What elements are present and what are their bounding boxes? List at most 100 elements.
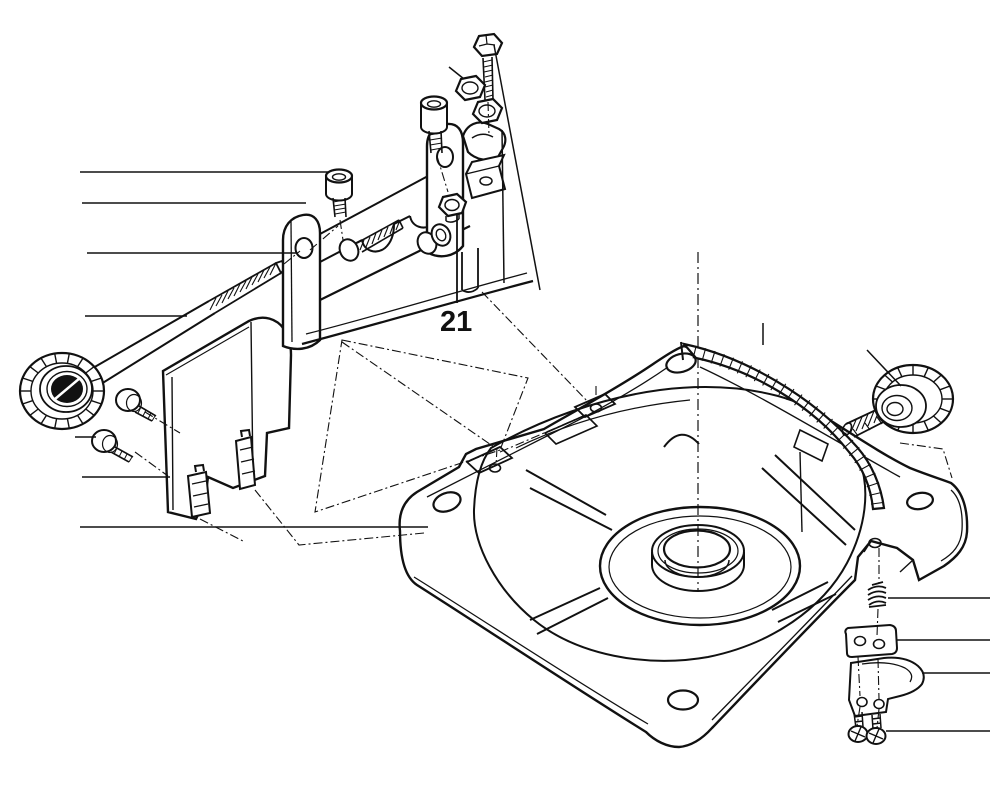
clamp-bracket-assembly — [283, 123, 533, 349]
rod-thread-outline — [209, 263, 281, 313]
screw-b-threads — [114, 448, 132, 462]
clamp-block — [845, 625, 897, 657]
scale-tick — [855, 456, 866, 463]
shield-top-edge — [166, 327, 249, 375]
knurl-tooth — [940, 408, 950, 412]
plate-topright-rim — [700, 367, 900, 477]
knurl-tooth — [23, 401, 33, 404]
base-plate — [400, 346, 968, 747]
screw-b-face — [103, 436, 118, 453]
knob-hub — [887, 403, 903, 416]
knurl-tooth — [41, 415, 47, 424]
scale-tick — [763, 374, 769, 385]
dashed-footprint-box — [315, 340, 528, 512]
screw1-shaft — [333, 198, 346, 217]
bolt-threads — [483, 60, 493, 97]
leader-lines — [75, 45, 990, 731]
scale-tick — [787, 389, 794, 400]
scale-tick — [711, 351, 715, 363]
socket-head-cap-screw-2 — [421, 97, 447, 154]
corner-hole-right — [906, 491, 934, 511]
scale-tick — [869, 492, 882, 495]
scale-tick — [720, 354, 724, 366]
scale-tick — [702, 348, 706, 361]
knurled-knob-left — [20, 353, 104, 429]
block-hole-2 — [874, 640, 885, 649]
bracket-fasteners — [326, 34, 502, 217]
pocket-right — [794, 430, 828, 461]
nut2-bore — [479, 105, 495, 117]
rod-threads — [210, 263, 276, 310]
bottom-right-parts — [845, 582, 923, 744]
hex-nut — [456, 76, 485, 100]
bolt-head — [474, 34, 502, 56]
knob-face-ring — [882, 396, 912, 421]
knurl-tooth — [41, 358, 47, 367]
knurl-tooth — [91, 378, 101, 381]
screw-b-stub — [111, 447, 133, 462]
knurled-knob-right — [841, 365, 953, 437]
bolt-shaft — [483, 57, 493, 100]
screw-a-threads — [138, 407, 155, 421]
hex-nut-2 — [473, 99, 502, 123]
threaded-adjust-rod — [86, 261, 285, 389]
knurl-tooth — [67, 354, 69, 364]
latch-hole-2 — [874, 700, 884, 709]
rib-upper-left — [526, 470, 612, 530]
knurl-tooth — [885, 375, 893, 382]
knurl-tooth — [91, 401, 101, 404]
screw-a-stub — [135, 406, 156, 421]
latch-curve — [862, 663, 912, 682]
screw-1-shaft — [854, 712, 863, 728]
rib-wall — [800, 452, 802, 532]
setscrew-axis — [877, 548, 879, 636]
plate-bottom-thickness — [414, 576, 852, 724]
scale-tick-marks — [693, 346, 884, 504]
bracket-flange-inner — [306, 273, 527, 334]
knurl-tooth — [78, 358, 84, 367]
knob-bore-rim — [47, 372, 87, 407]
scale-tick — [837, 433, 846, 442]
saddle-1 — [362, 224, 394, 251]
rod-body — [86, 301, 215, 389]
scale-tick — [843, 440, 853, 449]
nut-block-hole — [480, 177, 492, 185]
scale-tick — [795, 395, 803, 406]
set-screw-spring — [868, 582, 886, 607]
knurl-tooth — [898, 368, 902, 377]
knob-axis — [900, 443, 952, 478]
tab-hole-axes — [496, 386, 596, 466]
clip-2-slots — [240, 447, 255, 474]
pocket-left — [545, 415, 597, 444]
clamp-screw-tip — [399, 220, 403, 228]
shaft-tip — [841, 421, 854, 436]
nut1-bore — [462, 82, 478, 94]
knurl-tooth — [924, 368, 928, 377]
scale-tick — [859, 464, 870, 470]
latch-notch — [864, 541, 913, 572]
knurl-tooth — [934, 375, 942, 382]
knurl-tooth — [934, 416, 942, 423]
scale-tick — [746, 365, 751, 377]
clip-2 — [236, 430, 255, 489]
rib-lower-left — [530, 588, 608, 634]
leader-nut1 — [449, 67, 464, 79]
clamp-screw-threads — [360, 220, 400, 250]
screw1-head-top — [326, 170, 352, 183]
scale-tick — [863, 473, 875, 478]
assembly-to-tab — [500, 414, 588, 452]
boss-rim — [609, 516, 791, 618]
knob-teeth — [20, 354, 104, 429]
clamp-screw-shaft — [357, 220, 403, 252]
corner-hole-bottom — [668, 691, 698, 710]
saddle-clamp — [463, 123, 505, 160]
screw-ab-axes — [135, 412, 180, 476]
latch-pawl — [849, 658, 924, 716]
block-body — [845, 625, 897, 657]
ear-edge — [291, 221, 292, 342]
bolt-head-facets — [479, 35, 495, 46]
bracket-foot — [462, 248, 478, 292]
knurl-tooth — [30, 409, 38, 415]
pivot-arch — [664, 435, 699, 447]
corner-hole-left — [431, 489, 463, 515]
